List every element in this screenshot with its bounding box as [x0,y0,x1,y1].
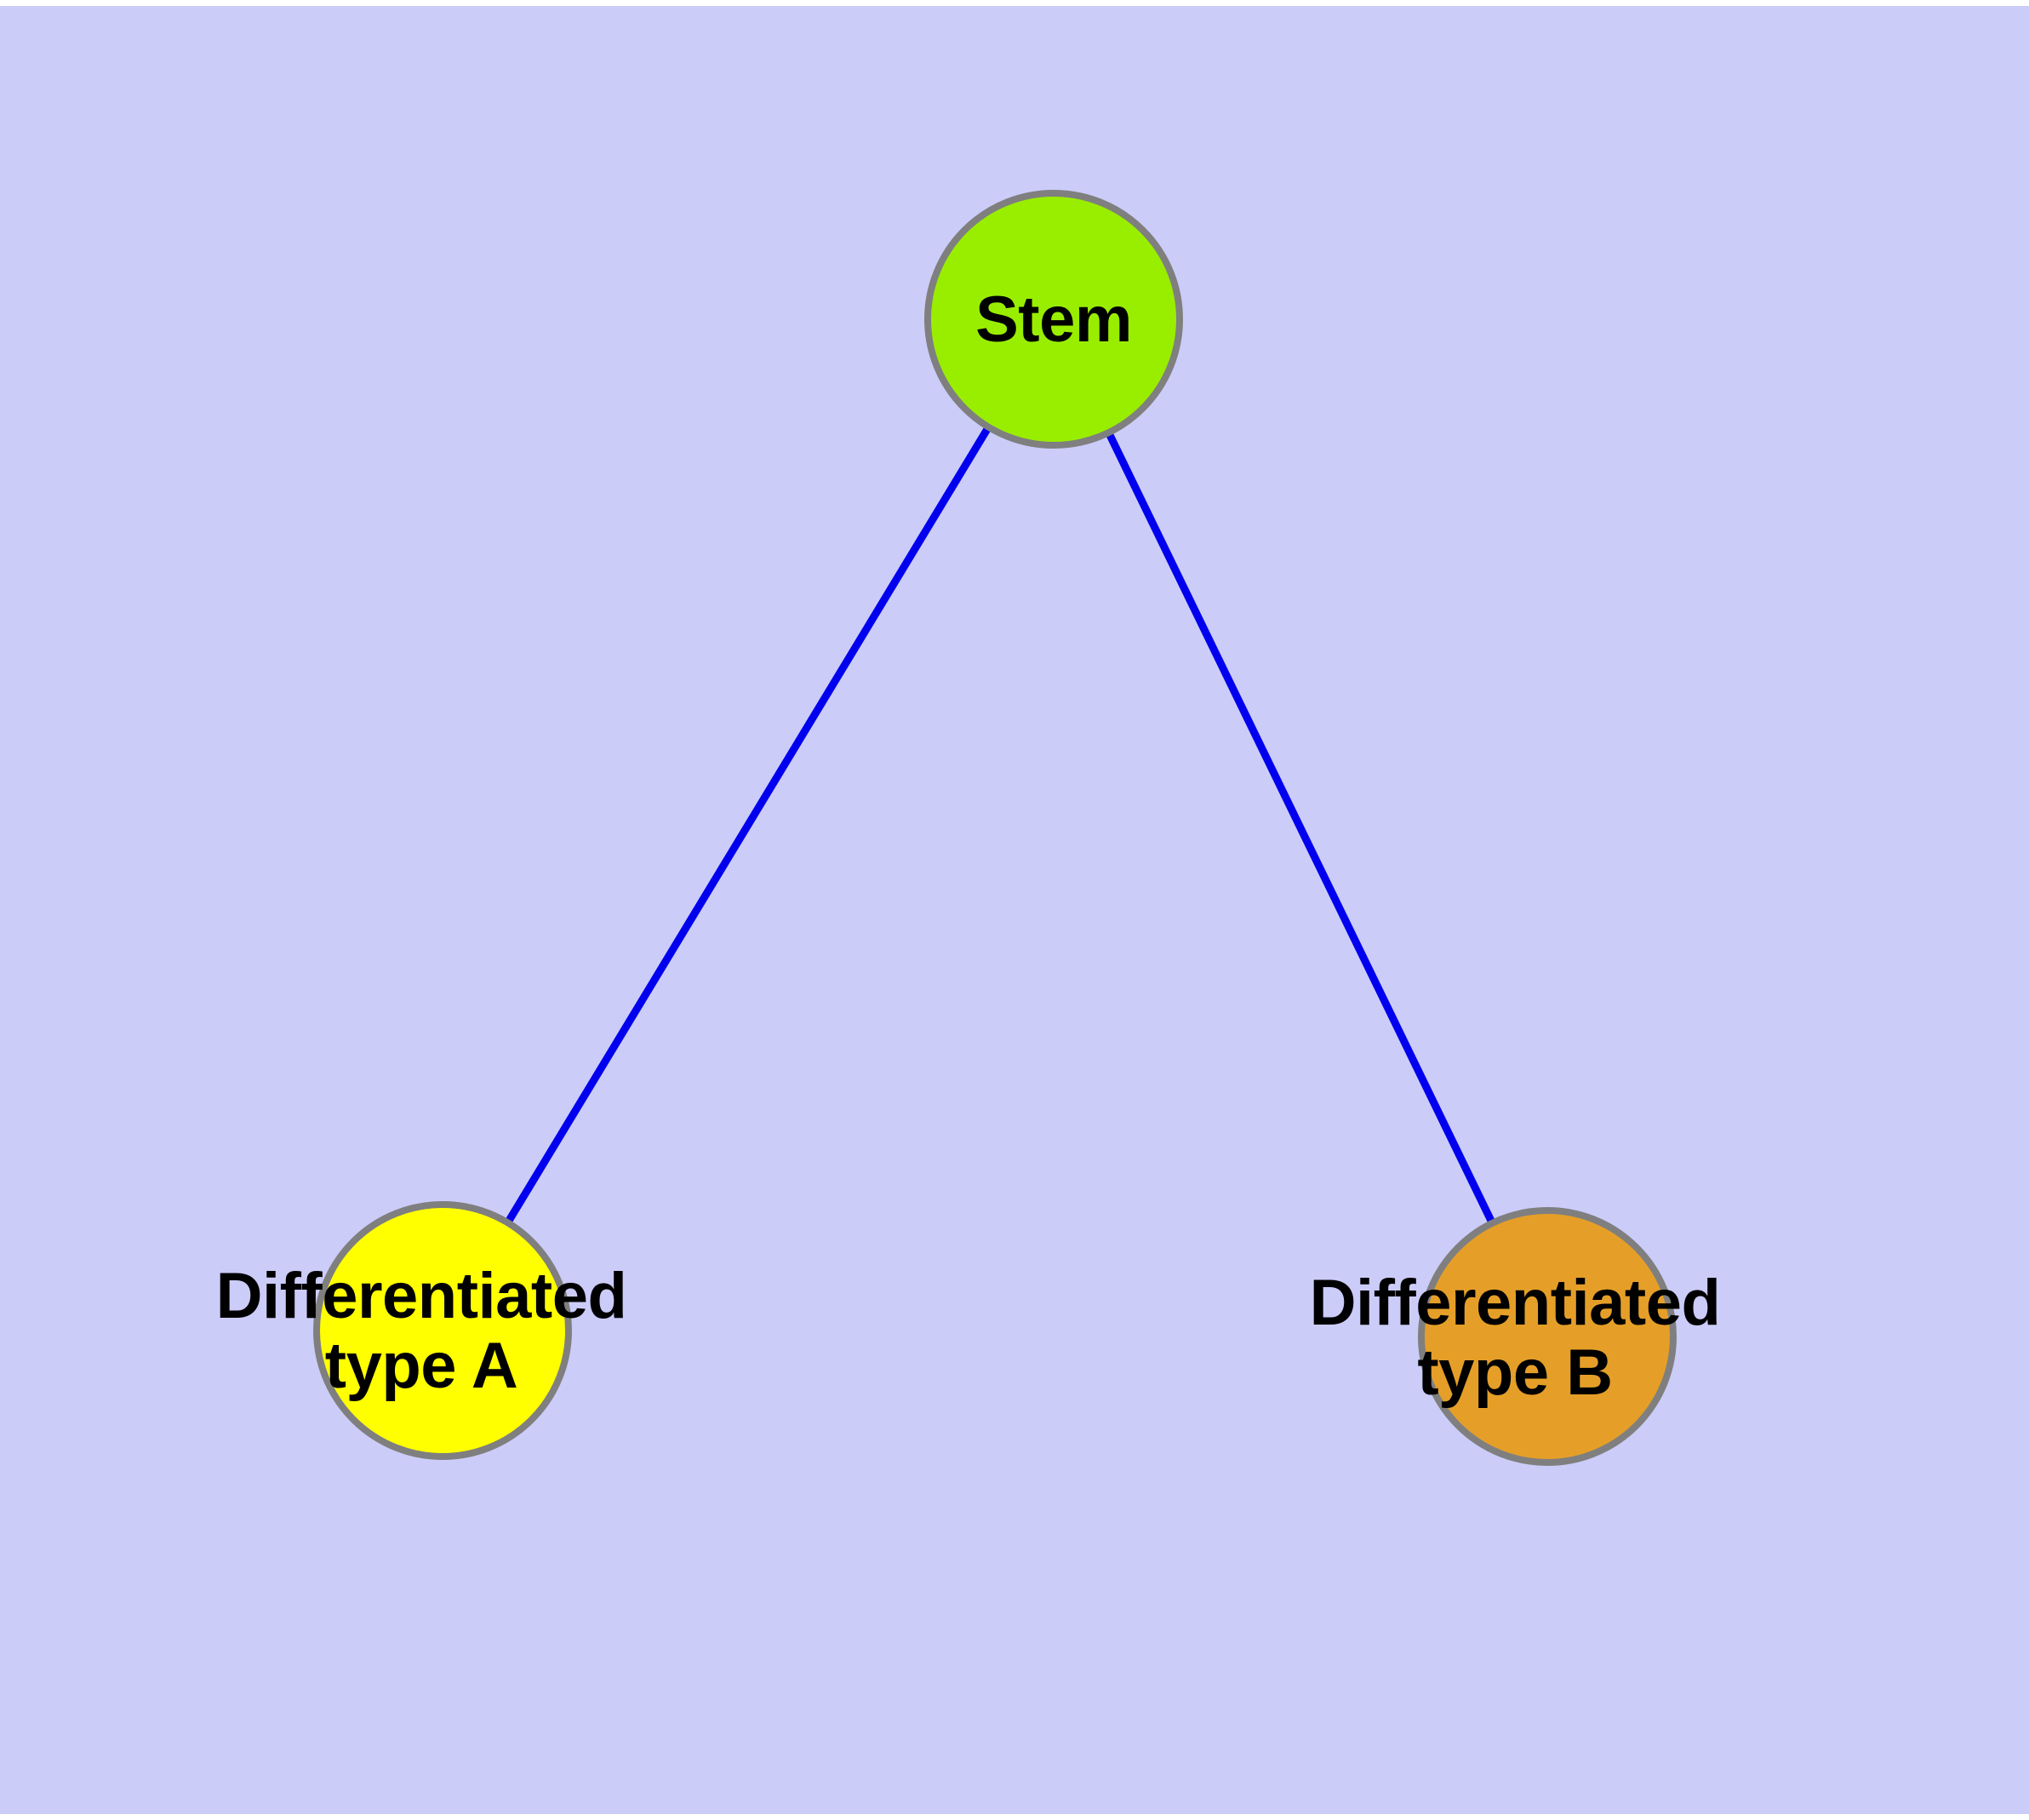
node-differentiated-type-b[interactable] [1418,1207,1677,1466]
edge-stem-to-differentiated-type-b [1105,431,1496,1225]
node-layer [313,190,1677,1466]
node-differentiated-type-a[interactable] [313,1201,572,1460]
node-stem[interactable] [924,190,1183,449]
edge-layer [504,425,1496,1225]
edge-stem-to-differentiated-type-a [504,425,992,1225]
